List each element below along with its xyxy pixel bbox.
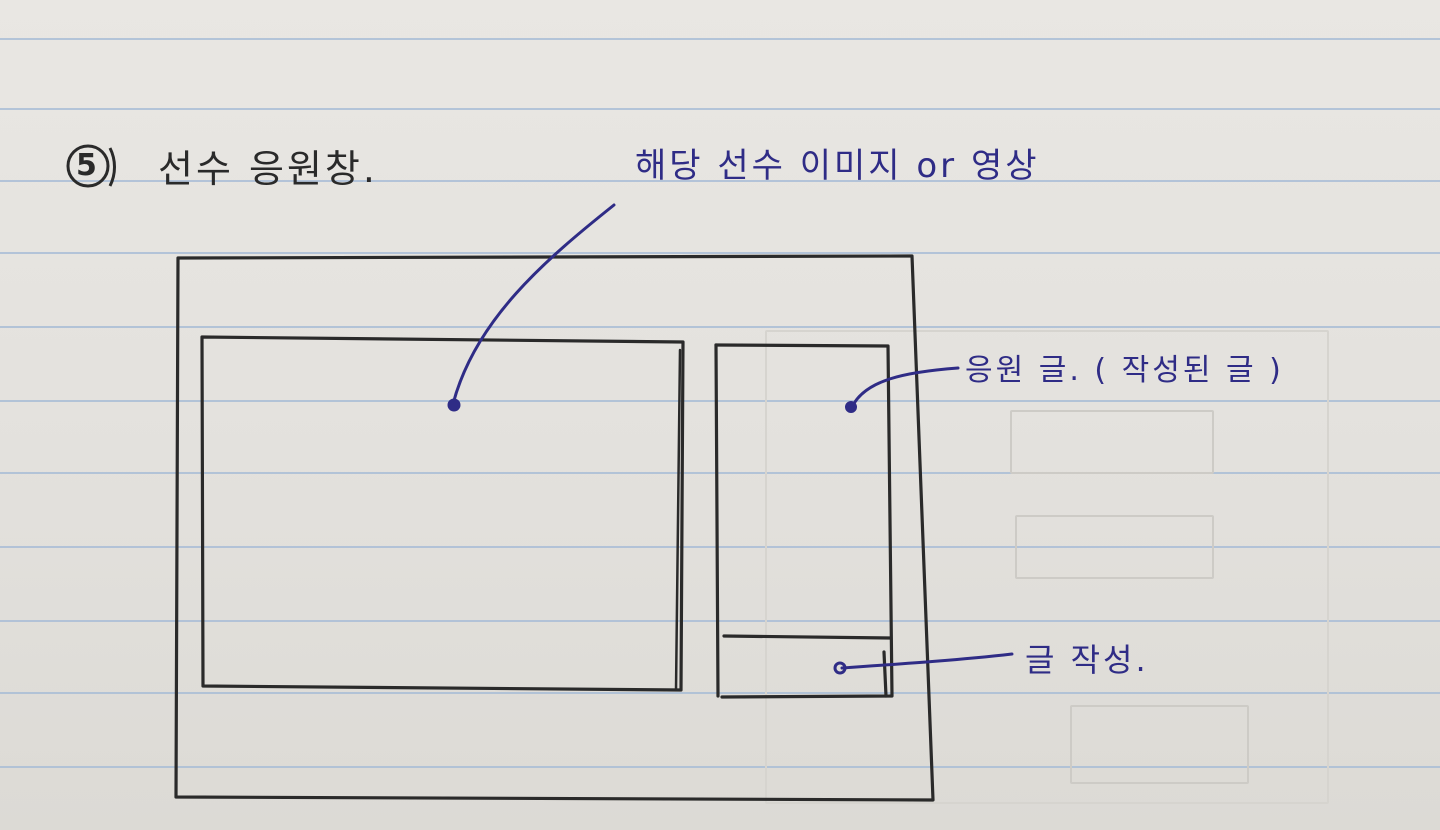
panel-left-edge bbox=[714, 343, 720, 698]
leader-dot-cheer bbox=[845, 401, 857, 413]
ruled-line bbox=[0, 546, 1440, 548]
ruled-line bbox=[0, 400, 1440, 402]
ruled-line bbox=[0, 252, 1440, 254]
circle-icon bbox=[66, 144, 116, 188]
annotation-media: 해당 선수 이미지 or 영상 bbox=[635, 146, 1040, 186]
leader-dot-media bbox=[447, 398, 461, 412]
annotation-cheer-posts: 응원 글. ( 작성된 글 ) bbox=[965, 353, 1284, 388]
bleed-through-frame bbox=[765, 330, 1329, 804]
leader-line-cheer bbox=[850, 366, 960, 409]
media-box bbox=[200, 335, 685, 692]
ruled-line bbox=[0, 180, 1440, 182]
outer-frame bbox=[174, 254, 935, 802]
ruled-line bbox=[0, 692, 1440, 694]
panel-right-double bbox=[882, 650, 888, 698]
leader-dot-write bbox=[833, 661, 847, 675]
annotation-write-post: 글 작성. bbox=[1025, 641, 1149, 679]
bleed-through-box bbox=[1070, 705, 1249, 784]
leader-line-media bbox=[451, 203, 616, 406]
heading-number: 5 bbox=[76, 148, 97, 183]
cheer-posts-panel bbox=[714, 343, 894, 699]
ruled-line bbox=[0, 38, 1440, 40]
ruled-line bbox=[0, 766, 1440, 768]
ruled-line bbox=[0, 472, 1440, 474]
heading-title: 선수 응원창. bbox=[158, 147, 378, 191]
bleed-through-box bbox=[1010, 410, 1214, 474]
ruled-line bbox=[0, 326, 1440, 328]
bleed-through-box bbox=[1015, 515, 1214, 579]
ruled-line bbox=[0, 108, 1440, 110]
media-box-inner-edge bbox=[674, 348, 682, 692]
ruled-line bbox=[0, 620, 1440, 622]
circled-number: 5 bbox=[62, 138, 118, 194]
leader-line-write bbox=[840, 652, 1014, 670]
write-post-box bbox=[722, 634, 892, 640]
